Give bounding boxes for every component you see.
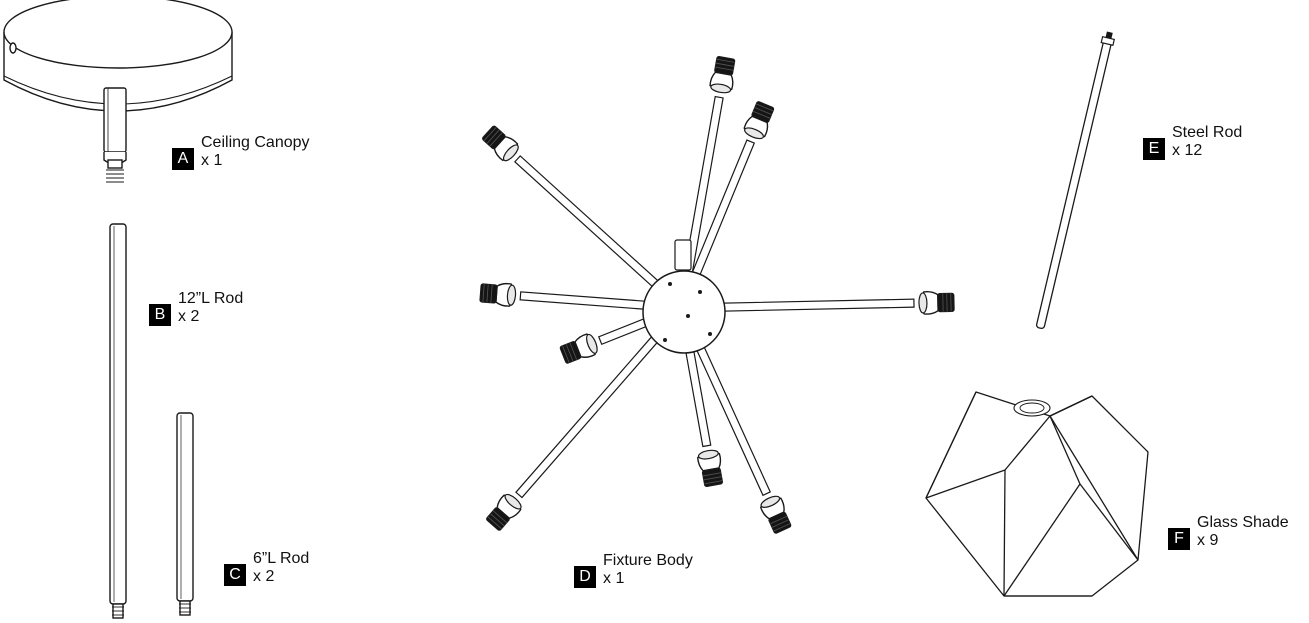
fixture-arm: [479, 55, 955, 536]
part-quantity: x 12: [1172, 142, 1203, 159]
part-name: Steel Rod: [1172, 124, 1243, 141]
rod-6in: [176, 412, 194, 616]
part-quantity: x 9: [1197, 532, 1219, 549]
part-quantity: x 1: [201, 152, 223, 169]
fixture-nipple: [674, 239, 692, 271]
part-letter-badge: F: [1168, 528, 1190, 550]
part-name: Ceiling Canopy: [201, 134, 310, 151]
part-letter-badge: E: [1143, 138, 1165, 160]
steel-rod: [1035, 31, 1116, 330]
part-name: Glass Shade: [1197, 514, 1289, 531]
part-quantity: x 2: [253, 568, 275, 585]
part-letter-badge: C: [224, 564, 246, 586]
ceiling-canopy: [3, 0, 233, 183]
part-name: Fixture Body: [603, 552, 693, 569]
rod-12in: [109, 223, 127, 619]
part-quantity: x 1: [603, 570, 625, 587]
part-quantity: x 2: [178, 308, 200, 325]
glass-shade: [925, 391, 1149, 597]
part-letter-badge: A: [172, 148, 194, 170]
fixture-body: [479, 55, 955, 536]
fixture-hub: [642, 270, 726, 354]
part-name: 12”L Rod: [178, 290, 244, 307]
part-letter-badge: B: [149, 304, 171, 326]
part-letter-badge: D: [574, 566, 596, 588]
part-name: 6”L Rod: [253, 550, 310, 567]
